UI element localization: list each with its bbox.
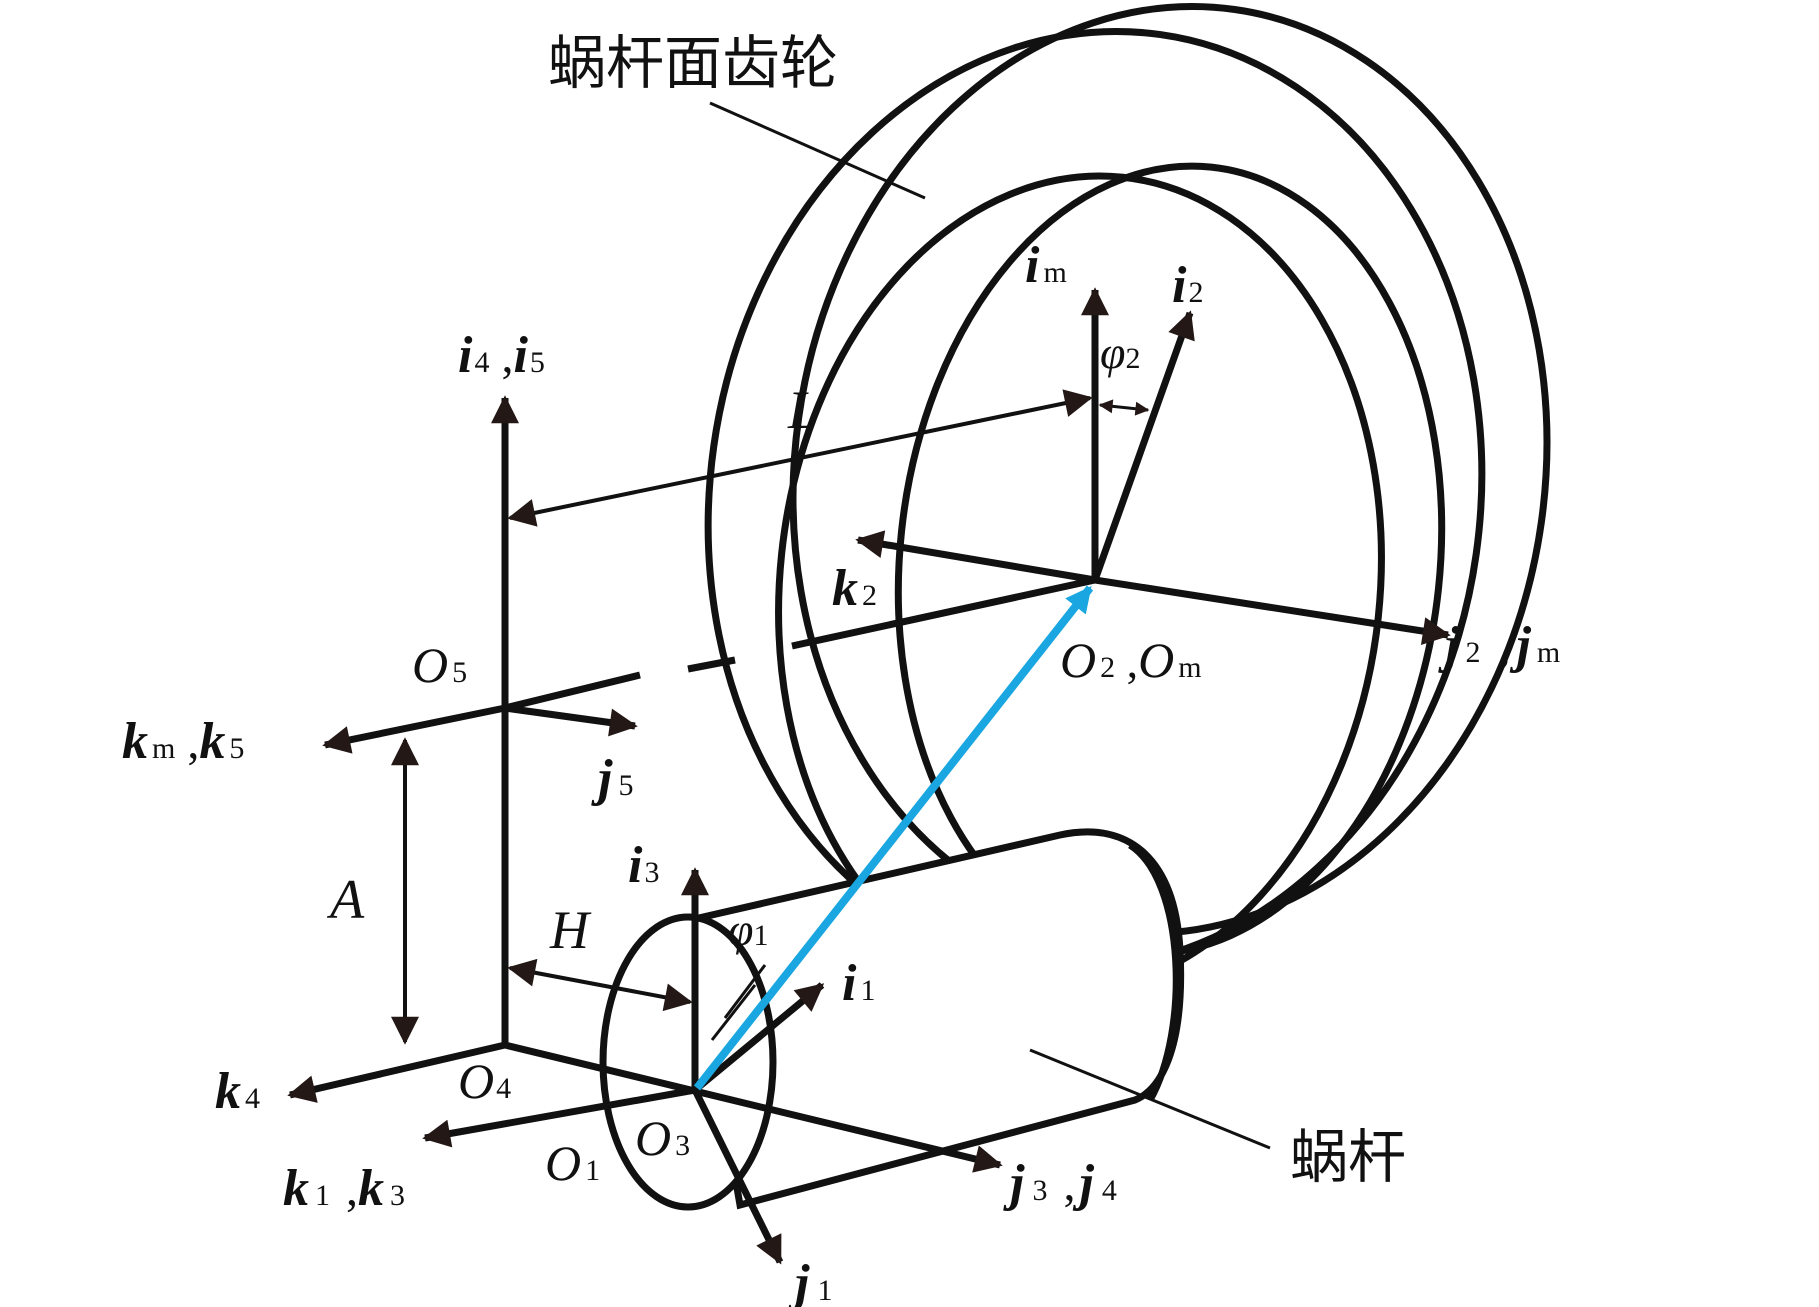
dashed-axis-segment-1 <box>504 671 641 712</box>
dimension-H-line <box>507 958 693 1012</box>
dimension-L-line <box>507 389 1093 527</box>
label-i4-i5: i4 ,i5 <box>458 327 545 384</box>
gear-outer-rim-back <box>789 3 1551 937</box>
frame-O2-Om <box>855 287 1451 645</box>
frame-O4-O5 <box>287 395 1096 1173</box>
worm-body <box>685 828 1185 1210</box>
worm-end-face <box>599 913 777 1211</box>
axis-k4 <box>287 1041 506 1103</box>
leader-lines <box>709 101 1271 1150</box>
axis-j5 <box>504 704 638 737</box>
center-distance-vector <box>693 585 1094 1091</box>
angle-phi1-tick-2 <box>710 984 757 1041</box>
gear-name-label: 蜗杆面齿轮 <box>548 29 838 97</box>
axis-k2 <box>855 530 1096 584</box>
label-O4: O4 <box>458 1053 511 1109</box>
label-H: H <box>549 900 592 960</box>
frame-O1-O3 <box>422 867 825 1265</box>
label-phi1: φ1 <box>728 904 768 955</box>
axis-i1 <box>692 982 825 1093</box>
axis-j3-j4 <box>504 1041 1003 1173</box>
label-L: L <box>787 380 818 440</box>
label-i3: i3 <box>628 837 659 894</box>
dimension-lines <box>391 389 1150 1045</box>
label-i2: i2 <box>1172 257 1203 314</box>
worm-far-end <box>1127 842 1180 1102</box>
dashed-axis-segment-2 <box>687 656 736 673</box>
axis-k1-k3 <box>422 1086 696 1148</box>
label-A: A <box>326 869 365 931</box>
axis-j2-jm <box>1094 576 1451 645</box>
angle-phi2-arrow <box>1098 399 1150 416</box>
dashed-axis-segment-3 <box>791 576 1096 650</box>
axis-j1 <box>691 1088 784 1265</box>
label-phi2: φ2 <box>1100 327 1140 378</box>
gear-inner-rim-back <box>894 162 1446 958</box>
axis-i2 <box>1091 310 1195 582</box>
worm-leader-line <box>1029 1048 1271 1150</box>
axis-km-k5 <box>322 704 506 754</box>
gear-leader-line <box>709 101 926 200</box>
worm-name-label: 蜗杆 <box>1290 1123 1406 1191</box>
angle-phi1-tick-1 <box>723 964 767 1019</box>
